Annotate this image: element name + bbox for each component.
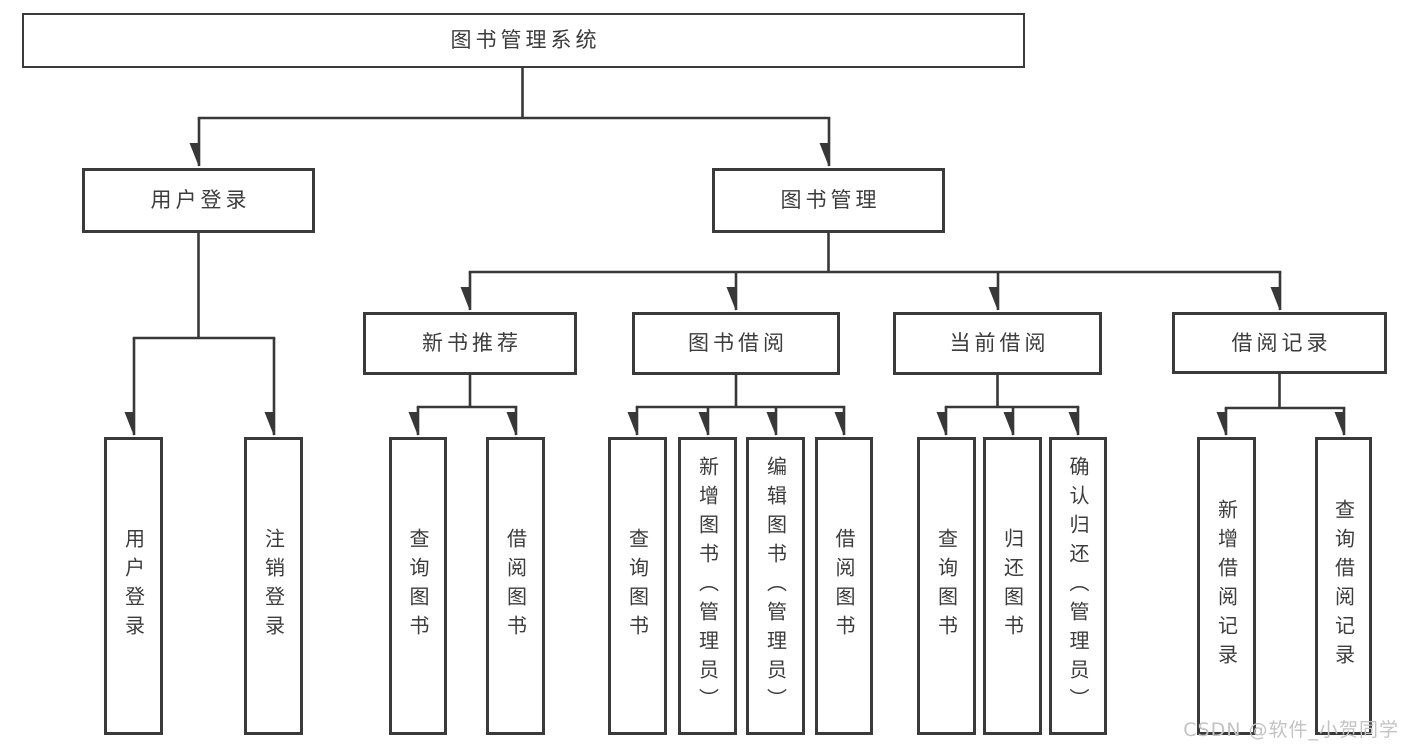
node-label: 查询图书 [625, 528, 650, 644]
leaf-query-books-borrowing: 查询图书 [608, 437, 667, 735]
node-label: 借阅图书 [832, 528, 856, 644]
csdn-watermark: CSDN @软件_小贺同学 [1183, 719, 1399, 741]
node-label: 确认归还（管理员） [1066, 455, 1090, 717]
node-label: 图书管理 [780, 188, 881, 212]
node-new-book-recommend: 新书推荐 [363, 312, 577, 375]
node-label: 编辑图书（管理员） [763, 455, 788, 717]
node-label: 当前借阅 [949, 331, 1050, 355]
arrow-drops [134, 118, 1346, 435]
node-label: 查询图书 [406, 528, 430, 644]
node-label: 图书借阅 [688, 331, 788, 355]
node-label: 用户登录 [121, 528, 146, 644]
leaf-logout: 注销登录 [244, 437, 303, 735]
node-label: 图书管理系统 [450, 28, 601, 52]
node-label: 查询借阅记录 [1331, 499, 1356, 673]
node-label: 借阅记录 [1231, 330, 1332, 355]
node-library-management-system: 图书管理系统 [22, 13, 1025, 68]
leaf-borrow-books-borrowing: 借阅图书 [815, 437, 873, 735]
leaf-query-borrow-record: 查询借阅记录 [1315, 437, 1372, 735]
node-label: 注销登录 [261, 528, 286, 644]
leaf-return-books: 归还图书 [983, 437, 1042, 735]
node-label: 新增图书（管理员） [695, 455, 720, 717]
node-label: 用户登录 [150, 188, 251, 212]
leaf-confirm-return-admin: 确认归还（管理员） [1049, 437, 1107, 735]
leaf-add-books-admin: 新增图书（管理员） [678, 437, 737, 735]
leaf-query-books-current: 查询图书 [917, 437, 976, 735]
node-user-login-branch: 用户登录 [82, 168, 315, 233]
node-label: 借阅图书 [503, 528, 528, 644]
node-borrowing-records: 借阅记录 [1172, 312, 1387, 374]
node-book-management: 图书管理 [712, 168, 945, 233]
node-label: 新增借阅记录 [1214, 499, 1239, 673]
leaf-edit-books-admin: 编辑图书（管理员） [746, 437, 805, 735]
node-label: 查询图书 [934, 528, 959, 644]
leaf-borrow-books-recommend: 借阅图书 [486, 437, 545, 735]
leaf-query-books-recommend: 查询图书 [389, 437, 447, 735]
leaf-user-login: 用户登录 [104, 437, 163, 735]
node-label: 新书推荐 [422, 331, 522, 355]
node-current-borrowing: 当前借阅 [893, 312, 1102, 375]
node-book-borrowing: 图书借阅 [632, 312, 840, 375]
branch-segments [132, 66, 1346, 410]
leaf-add-borrow-record: 新增借阅记录 [1197, 437, 1256, 735]
node-label: 归还图书 [1000, 528, 1025, 644]
